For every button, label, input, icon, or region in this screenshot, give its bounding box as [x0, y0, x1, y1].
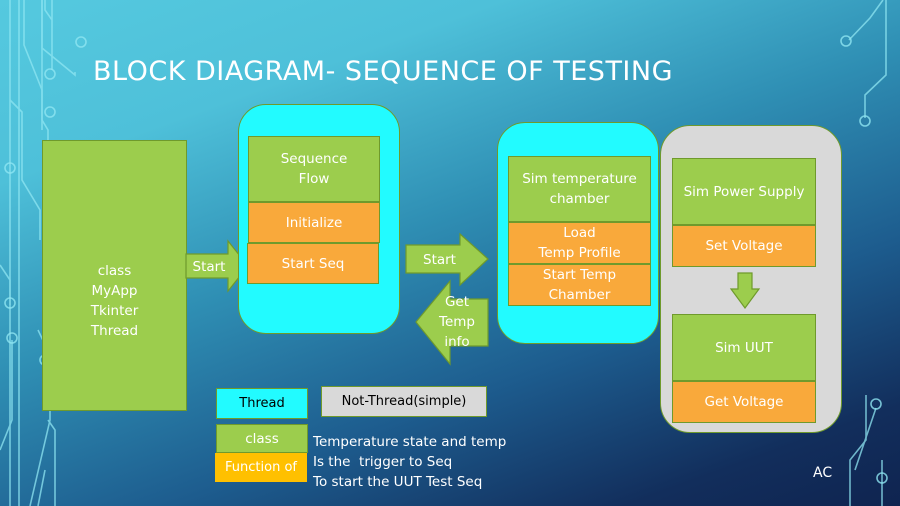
sim-uut-class: Sim UUT	[672, 314, 816, 381]
trigger-note: Temperature state and temp Is the trigge…	[313, 432, 506, 492]
start-temp-chamber-line: Chamber	[548, 287, 611, 303]
temp-chamber-line: Sim temperature	[522, 171, 637, 187]
get-temp-info-line: Temp	[439, 314, 475, 330]
myapp-line: Tkinter	[90, 302, 139, 319]
myapp-line: class	[97, 262, 132, 279]
temp-chamber-line: chamber	[549, 191, 610, 207]
load-temp-profile-line: Temp Profile	[538, 245, 621, 261]
legend-function: Function of	[215, 453, 307, 482]
arrow-down-icon	[729, 272, 761, 310]
start-arrow-label: Start	[423, 252, 456, 268]
note-line: Is the trigger to Seq	[313, 454, 453, 470]
legend-class: class	[216, 424, 308, 453]
get-temp-info-line: Get	[444, 294, 470, 310]
start-temp-chamber-function: Start Temp Chamber	[508, 264, 651, 306]
set-voltage-function: Set Voltage	[672, 225, 816, 267]
legend-not-thread: Not-Thread(simple)	[321, 386, 487, 417]
load-temp-profile-line: Load	[563, 225, 596, 241]
get-voltage-function: Get Voltage	[672, 381, 816, 423]
myapp-class-block: class MyApp Tkinter Thread	[42, 140, 187, 411]
note-line: Temperature state and temp	[313, 434, 507, 450]
start-seq-function: Start Seq	[247, 243, 379, 284]
get-temp-info-label: Get Temp info	[434, 292, 480, 352]
start-arrow-label: Start	[192, 259, 226, 275]
sim-power-supply-class: Sim Power Supply	[672, 158, 816, 225]
myapp-line: MyApp	[91, 282, 138, 299]
myapp-line: Thread	[90, 322, 139, 339]
load-temp-profile-function: Load Temp Profile	[508, 222, 651, 264]
footer-initials: AC	[813, 465, 833, 481]
note-line: To start the UUT Test Seq	[313, 474, 483, 490]
sequence-flow-line: Sequence	[280, 151, 348, 167]
start-arrow-right-icon	[405, 232, 489, 287]
get-temp-info-line: info	[444, 334, 470, 350]
sim-temperature-chamber-class: Sim temperature chamber	[508, 156, 651, 222]
start-temp-chamber-line: Start Temp	[542, 267, 617, 283]
legend-thread: Thread	[216, 388, 308, 419]
sequence-flow-line: Flow	[298, 171, 330, 187]
initialize-function: Initialize	[248, 202, 380, 243]
get-temp-info-arrow-left-icon	[415, 279, 489, 366]
slide-title: BLOCK DIAGRAM- SEQUENCE OF TESTING	[93, 56, 674, 87]
sequence-flow-class: Sequence Flow	[248, 136, 380, 202]
